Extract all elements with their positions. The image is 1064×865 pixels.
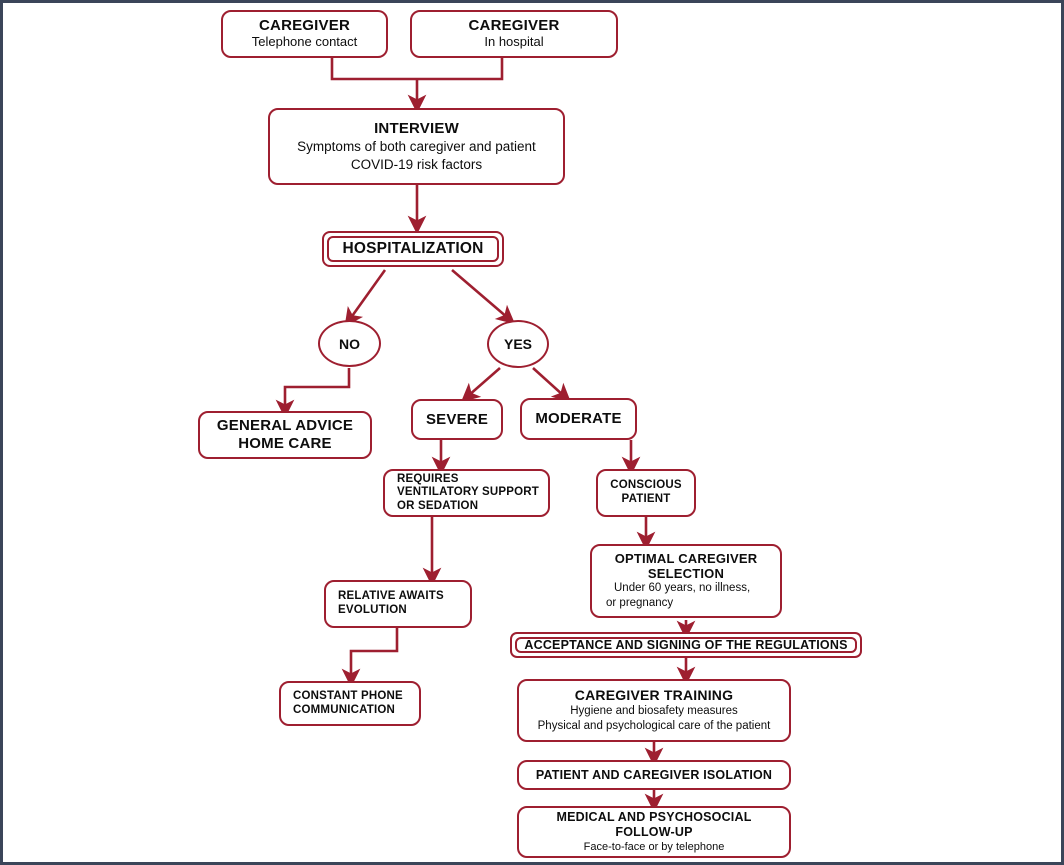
- node-moderate: MODERATE: [520, 398, 637, 440]
- conscious-patient-line-1: CONSCIOUS: [610, 479, 682, 492]
- optimal-caregiver-line-2: SELECTION: [647, 566, 725, 582]
- edge-no-general-advice: [275, 368, 351, 419]
- node-caregiver-training: CAREGIVER TRAINING Hygiene and biosafety…: [517, 679, 791, 742]
- interview-line-2: COVID-19 risk factors: [350, 156, 483, 172]
- constant-phone-line-2: COMMUNICATION: [293, 703, 396, 716]
- requires-vent-line-2: VENTILATORY SUPPORT: [397, 486, 540, 499]
- isolation-title: PATIENT AND CAREGIVER ISOLATION: [535, 767, 773, 782]
- edge-caregivers-merge: [330, 57, 504, 81]
- caregiver-training-title: CAREGIVER TRAINING: [574, 687, 734, 704]
- optimal-caregiver-sub-2: or pregnancy: [606, 597, 674, 610]
- caregiver-training-sub-2: Physical and psychological care of the p…: [537, 719, 771, 732]
- decision-no-label: NO: [339, 335, 360, 352]
- relative-awaits-line-2: EVOLUTION: [338, 604, 407, 616]
- node-requires-ventilatory-support: REQUIRES VENTILATORY SUPPORT OR SEDATION: [383, 469, 550, 517]
- constant-phone-line-1: CONSTANT PHONE: [293, 689, 403, 702]
- interview-title: INTERVIEW: [374, 119, 459, 137]
- node-constant-phone-communication: CONSTANT PHONE COMMUNICATION: [279, 681, 421, 726]
- node-hospitalization: HOSPITALIZATION: [322, 231, 504, 267]
- interview-line-1: Symptoms of both caregiver and patient: [297, 139, 536, 155]
- moderate-title: MODERATE: [535, 410, 622, 428]
- decision-yes: YES: [487, 320, 549, 368]
- hospitalization-title: HOSPITALIZATION: [342, 239, 484, 257]
- followup-sub-1: Face-to-face or by telephone: [583, 840, 725, 853]
- node-severe: SEVERE: [411, 399, 503, 440]
- edge-yes-moderate: [532, 367, 571, 403]
- acceptance-title: ACCEPTANCE AND SIGNING OF THE REGULATION…: [524, 637, 848, 652]
- requires-vent-line-3: OR SEDATION: [397, 499, 479, 512]
- requires-vent-line-1: REQUIRES: [397, 472, 459, 485]
- edge-relative-constant: [341, 628, 399, 688]
- caregiver-telephone-subtitle: Telephone contact: [251, 34, 358, 50]
- edge-hosp-yes: [451, 269, 516, 325]
- node-caregiver-telephone: CAREGIVER Telephone contact: [221, 10, 388, 58]
- optimal-caregiver-line-1: OPTIMAL CAREGIVER: [614, 550, 758, 566]
- severe-title: SEVERE: [425, 410, 489, 428]
- general-advice-line-1: GENERAL ADVICE: [216, 417, 354, 435]
- conscious-patient-line-2: PATIENT: [621, 493, 671, 505]
- caregiver-telephone-title: CAREGIVER: [259, 16, 350, 34]
- node-caregiver-in-hospital: CAREGIVER In hospital: [410, 10, 618, 58]
- optimal-caregiver-sub-1: Under 60 years, no illness,: [614, 582, 751, 595]
- followup-line-2: FOLLOW-UP: [615, 824, 693, 839]
- caregiver-training-sub-1: Hygiene and biosafety measures: [570, 704, 738, 717]
- node-interview: INTERVIEW Symptoms of both caregiver and…: [268, 108, 565, 185]
- decision-yes-label: YES: [503, 336, 532, 352]
- node-relative-awaits-evolution: RELATIVE AWAITS EVOLUTION: [324, 580, 472, 628]
- node-general-advice-home-care: GENERAL ADVICE HOME CARE: [198, 411, 372, 459]
- node-optimal-caregiver-selection: OPTIMAL CAREGIVER SELECTION Under 60 yea…: [590, 544, 782, 618]
- caregiver-in-hospital-subtitle: In hospital: [484, 34, 544, 50]
- edge-yes-severe: [460, 367, 501, 403]
- general-advice-line-2: HOME CARE: [238, 435, 332, 452]
- caregiver-in-hospital-title: CAREGIVER: [468, 16, 560, 34]
- node-patient-and-caregiver-isolation: PATIENT AND CAREGIVER ISOLATION: [517, 760, 791, 790]
- relative-awaits-line-1: RELATIVE AWAITS: [338, 590, 444, 603]
- node-acceptance-and-signing: ACCEPTANCE AND SIGNING OF THE REGULATION…: [510, 632, 862, 658]
- node-conscious-patient: CONSCIOUS PATIENT: [596, 469, 696, 517]
- node-medical-psychosocial-followup: MEDICAL AND PSYCHOSOCIAL FOLLOW-UP Face-…: [517, 806, 791, 858]
- edge-hosp-no: [344, 269, 387, 327]
- followup-line-1: MEDICAL AND PSYCHOSOCIAL: [556, 810, 752, 825]
- decision-no: NO: [318, 320, 381, 367]
